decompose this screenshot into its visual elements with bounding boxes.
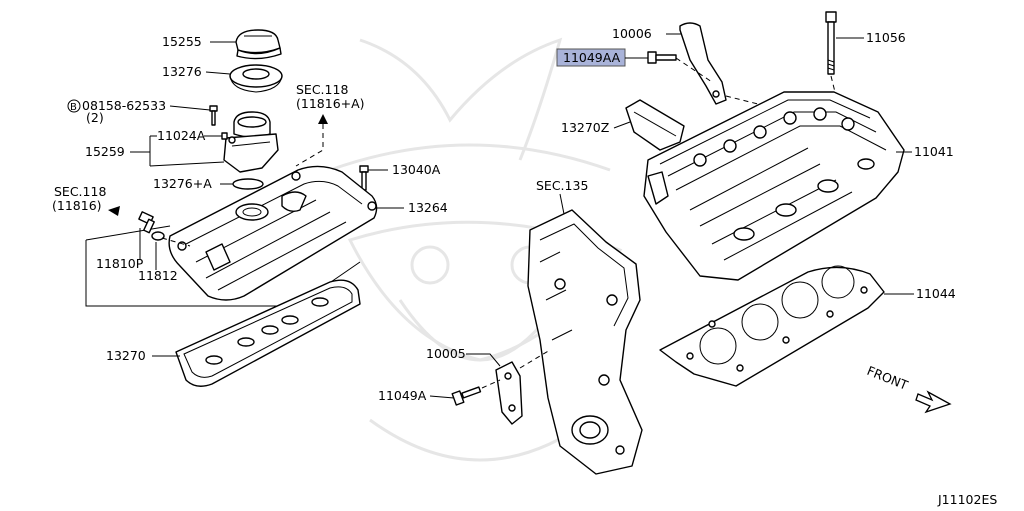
bolt-11049AA-part[interactable] [647,51,677,64]
bolt-13040A-part[interactable] [359,165,369,191]
head-gasket-part[interactable] [659,265,885,387]
bolt-11049A-dashline [481,379,501,389]
bolt-marker-badge: B [67,99,81,113]
rocker-cover-part[interactable] [168,165,378,301]
callout-13270Z[interactable]: 13270Z [561,120,609,135]
head-bolt-11056-dashline [830,75,839,105]
callout-11024A[interactable]: 11024A [157,128,206,143]
callout-10006[interactable]: 10006 [612,26,652,41]
leader-sec135 [559,193,565,215]
callout-11812[interactable]: 11812 [138,268,178,283]
callout-15259[interactable]: 15259 [85,144,125,159]
sec118-a-sub: (11816+A) [296,96,365,111]
svg-text:B: B [70,102,77,113]
sec118-a-ref[interactable]: SEC.118 [296,82,348,97]
bolt-08158-part[interactable] [209,105,218,126]
sec118-a-dashline [295,124,324,167]
bracket-10005-part[interactable] [495,361,523,425]
pcv-valve-11810P-part[interactable] [138,211,155,234]
grommet-11812-part[interactable] [151,231,165,241]
cylinder-head-part[interactable] [643,91,905,281]
sec118-b-ref[interactable]: SEC.118 [54,184,106,199]
callout-11044[interactable]: 11044 [916,286,956,301]
callout-13276[interactable]: 13276 [162,64,202,79]
sec118-b-arrow-icon [108,206,120,216]
baffle-13270Z-part[interactable] [625,99,685,151]
sec135-ref[interactable]: SEC.135 [536,178,588,193]
rocker-cover-gasket-part[interactable] [175,279,361,387]
leader-15259-bracket [130,135,225,167]
leader-10005 [466,353,501,367]
bracket-10005-dashline [519,349,551,369]
callout-11056[interactable]: 11056 [866,30,906,45]
front-timing-cover-part[interactable] [527,209,643,475]
bolt-11024A-part[interactable] [221,132,228,140]
callout-11049AA[interactable]: 11049AA [563,50,621,65]
callout-11041[interactable]: 11041 [914,144,954,159]
callout-13270[interactable]: 13270 [106,348,146,363]
bolt-11049A-part[interactable] [451,386,482,406]
oil-filler-cap-part[interactable] [235,29,282,60]
callout-11810P[interactable]: 11810P [96,256,144,271]
callout-11049A[interactable]: 11049A [378,388,427,403]
callout-08158-qty: (2) [86,110,104,125]
sec118-b-sub: (11816) [52,198,102,213]
leader-13276 [205,71,231,75]
callout-13264[interactable]: 13264 [408,200,448,215]
filler-seal-part[interactable] [229,64,283,93]
callout-13276A[interactable]: 13276+A [153,176,212,191]
oil-filler-tube-part[interactable] [223,111,279,173]
front-direction-label: FRONT [865,363,911,393]
oring-13276A-part[interactable] [232,178,264,190]
pcv-dashline [161,237,191,247]
diagram-code: J11102ES [937,492,997,507]
head-bolt-11056-part[interactable] [825,11,837,75]
leader-11049A [429,395,455,399]
bolt-11049AA-dashline [675,57,713,83]
sec118-a-arrow-icon [318,114,328,124]
callout-10005[interactable]: 10005 [426,346,466,361]
callout-15255[interactable]: 15255 [162,34,202,49]
callout-08158-62533[interactable]: 08158-62533 [82,98,166,113]
callout-13040A[interactable]: 13040A [392,162,441,177]
bracket-10006-part[interactable] [679,22,727,105]
leader-08158 [169,105,211,111]
front-arrow-icon [915,390,952,414]
leader-13270Z [613,121,631,129]
